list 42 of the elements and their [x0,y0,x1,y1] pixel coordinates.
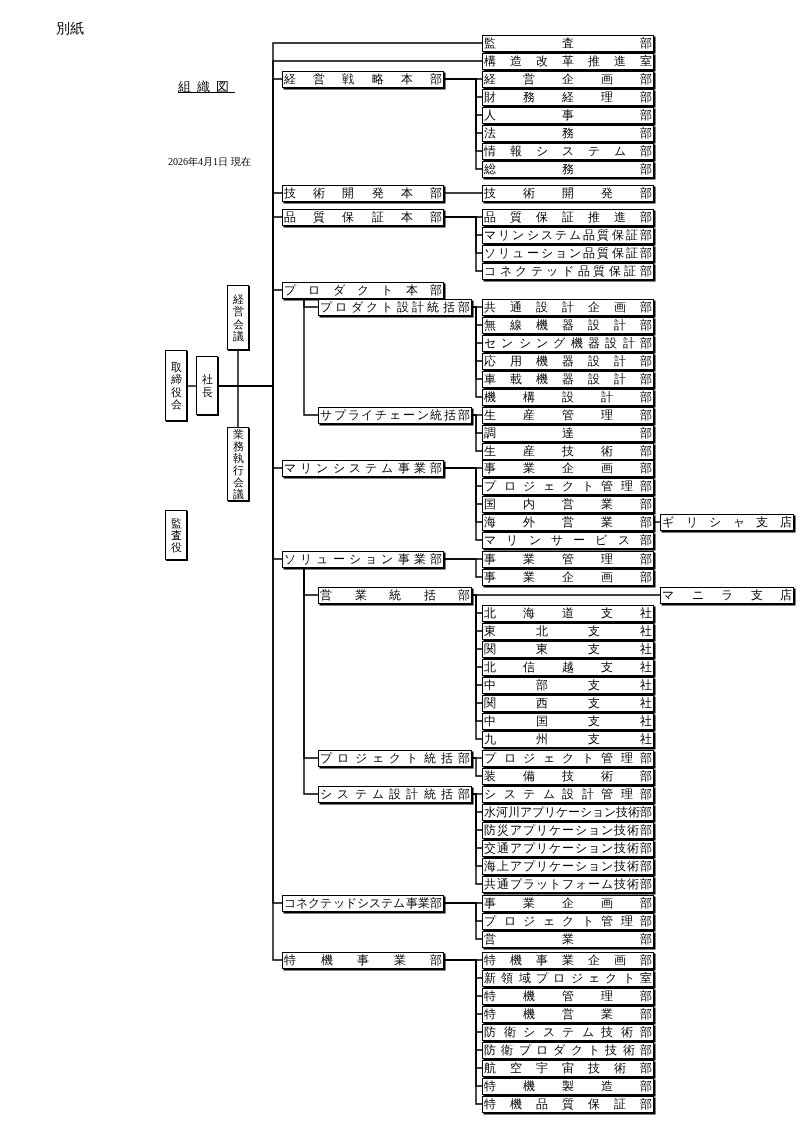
vertical-title-box: 経営会議 [227,285,249,350]
department-box: 事業企画部 [482,894,654,912]
department-box: 品質保証本部 [282,208,444,226]
connector-line [443,467,483,541]
department-box: マリンシステム事業部 [282,459,444,477]
department-box: コネクテッドシステム事業部 [282,894,444,912]
connector-line [653,521,661,523]
connector-line [443,192,483,194]
department-box: 共通設計企画部 [482,298,654,316]
department-box: プロジェクト統括部 [318,749,472,767]
connector-line [443,78,483,170]
department-box: 技術開発部 [482,184,654,202]
department-box: 事業管理部 [482,550,654,568]
connector-line [443,216,483,272]
date-note: 2026年4月1日 現在 [168,157,251,167]
department-box: ソリューション事業部 [282,550,444,568]
department-box: 技術開発本部 [282,184,444,202]
vertical-title-box: 社長 [196,356,218,415]
department-box: ギリシャ支店 [660,513,794,531]
department-box: プロジェクト管理部 [482,749,654,767]
vertical-title-box: 監査役 [165,510,187,560]
department-box: 特機事業企画部 [482,951,654,969]
department-box: サプライチェーン統括部 [318,406,472,424]
vertical-title-box: 取締役会 [165,350,187,421]
department-box: 経営戦略本部 [282,70,444,88]
department-box: システム設計統括部 [318,785,472,803]
chart-title: 組織図 [178,80,235,93]
department-box: 品質保証推進部 [482,208,654,226]
annex-label: 別紙 [56,22,84,36]
connector-line [186,385,197,387]
department-box: 営業統括部 [318,586,472,604]
vertical-title-box: 業務執行会議 [227,427,249,501]
department-box: プロダクト本部 [282,281,444,299]
department-box: マニラ支店 [660,586,794,604]
department-box: 監査部 [482,34,654,52]
connector-line [471,757,483,777]
department-box: 特機事業部 [282,951,444,969]
department-box: プロダクト設計統括部 [318,298,472,316]
connector-line [443,558,483,578]
connector-line [443,902,483,940]
department-box: 北海道支社 [482,604,654,622]
connector-line [471,414,483,452]
